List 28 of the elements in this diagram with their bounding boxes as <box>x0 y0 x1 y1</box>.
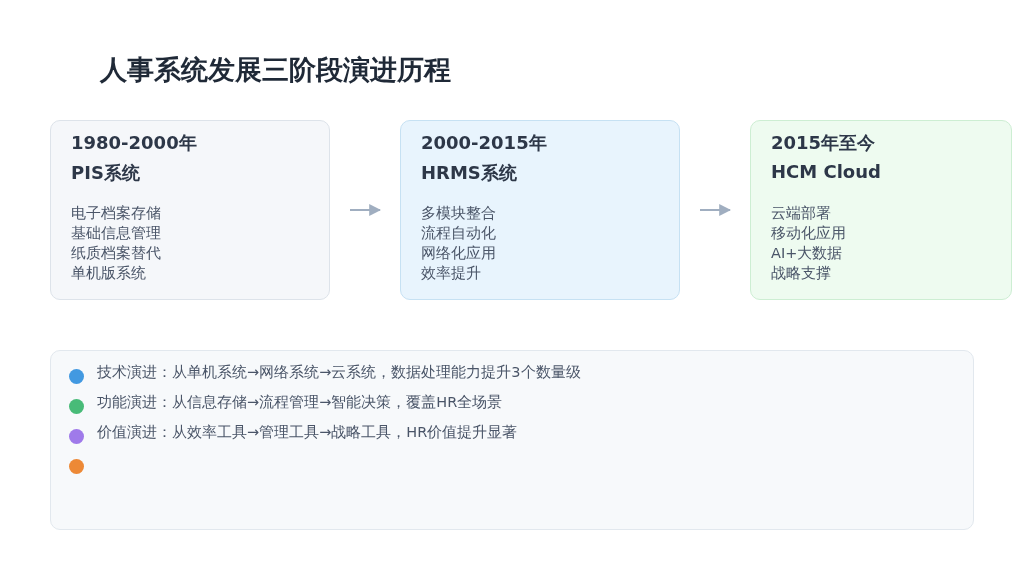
summary-text: 功能演进：从信息存储→流程管理→智能决策，覆盖HR全场景 <box>97 393 503 412</box>
feature-item: 效率提升 <box>421 264 481 283</box>
feature-item: 纸质档案替代 <box>71 244 161 263</box>
stage-card <box>750 120 1012 300</box>
stage-card <box>400 120 680 300</box>
system-name: PIS系统 <box>71 161 140 185</box>
feature-item: 多模块整合 <box>421 204 496 223</box>
feature-item: AI+大数据 <box>771 244 843 263</box>
feature-item: 网络化应用 <box>421 244 496 263</box>
summary-text: 价值演进：从效率工具→管理工具→战略工具，HR价值提升显著 <box>97 423 518 442</box>
feature-item: 电子档案存储 <box>71 204 161 223</box>
arrow <box>349 204 382 216</box>
feature-item: 流程自动化 <box>421 224 496 243</box>
period-heading: 1980-2000年 <box>71 131 197 155</box>
summary-panel <box>50 350 974 530</box>
feature-item: 基础信息管理 <box>71 224 161 243</box>
diagram-title: 人事系统发展三阶段演进历程 <box>100 53 451 87</box>
feature-item: 移动化应用 <box>771 224 846 243</box>
stage-card <box>50 120 330 300</box>
period-heading: 2015年至今 <box>771 131 876 155</box>
feature-item: 云端部署 <box>771 204 831 223</box>
summary-text: 技术演进：从单机系统→网络系统→云系统，数据处理能力提升3个数量级 <box>97 363 581 382</box>
feature-item: 单机版系统 <box>71 264 146 283</box>
system-name: HRMS系统 <box>421 161 517 185</box>
feature-item: 战略支撑 <box>771 264 831 283</box>
period-heading: 2000-2015年 <box>421 131 547 155</box>
arrow <box>699 204 732 216</box>
system-name: HCM Cloud <box>771 161 881 182</box>
